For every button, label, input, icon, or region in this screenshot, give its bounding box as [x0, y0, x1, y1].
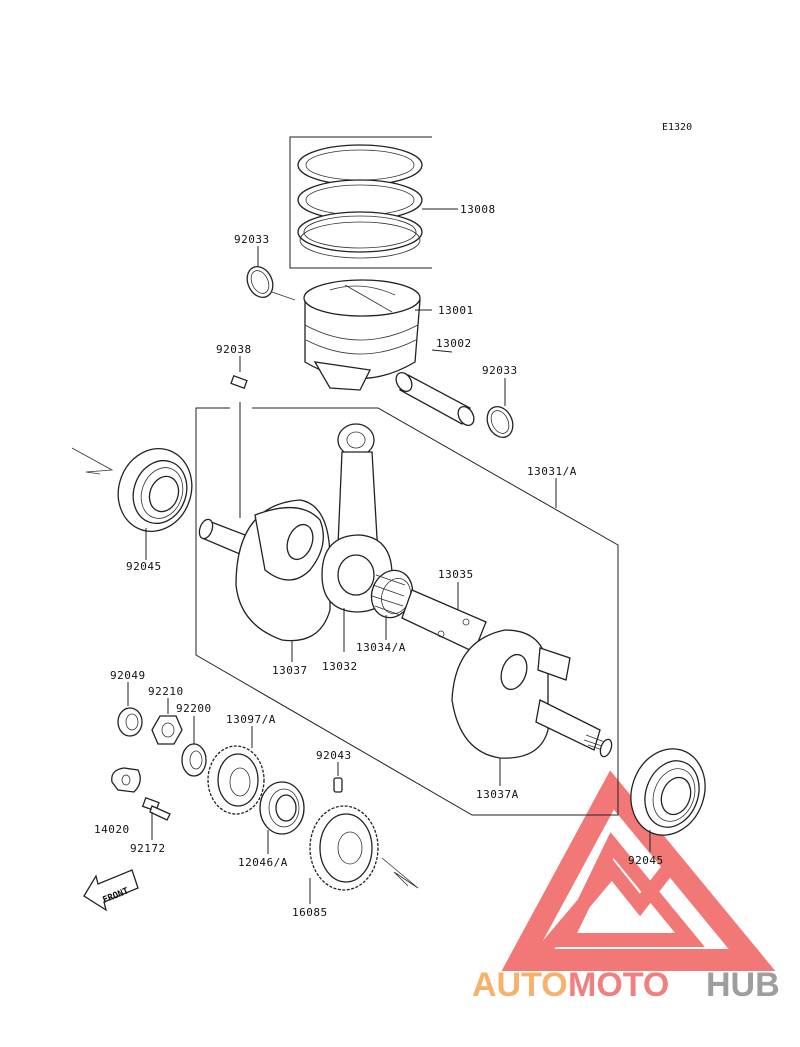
label-13008: 13008 — [460, 203, 496, 216]
washer-92200 — [181, 716, 207, 777]
watermark-text: AUTO MOTO HUB — [472, 966, 780, 1004]
watermark-auto: AUTO — [472, 966, 568, 1004]
drawing-code: E1320 — [662, 122, 692, 133]
label-92043: 92043 — [316, 749, 352, 762]
label-16085: 16085 — [292, 906, 328, 919]
ball-bearing-right — [630, 748, 706, 852]
ball-bearing-left — [71, 447, 193, 560]
woodruff-key — [230, 356, 248, 518]
label-12046: 12046/A — [238, 856, 288, 869]
piston-pin — [395, 349, 475, 426]
label-13037: 13037 — [272, 664, 308, 677]
collar-92049 — [117, 682, 143, 737]
label-92038: 92038 — [216, 343, 252, 356]
label-13001: 13001 — [438, 304, 474, 317]
piston — [303, 279, 432, 391]
front-arrow-icon: FRONT — [83, 869, 139, 912]
watermark-logo — [501, 770, 776, 971]
label-92210: 92210 — [148, 685, 184, 698]
label-92033-right: 92033 — [482, 364, 518, 377]
gear-13097 — [207, 726, 265, 815]
crank-web-right — [451, 629, 613, 786]
crankshaft-assembly-outline — [195, 407, 619, 816]
bolt-92172 — [141, 797, 171, 840]
label-13034: 13034/A — [356, 641, 406, 654]
crank-web-left — [198, 499, 331, 662]
label-92172: 92172 — [130, 842, 166, 855]
piston-ring-set — [289, 136, 458, 269]
connecting-rod — [321, 423, 393, 652]
watermark-moto: MOTO — [568, 966, 669, 1004]
label-92049: 92049 — [110, 669, 146, 682]
label-13031: 13031/A — [527, 465, 577, 478]
label-92033-top: 92033 — [234, 233, 270, 246]
snap-ring-right — [486, 378, 514, 439]
snap-ring-top — [246, 246, 296, 301]
label-92045-right: 92045 — [628, 854, 664, 867]
plate-14020 — [111, 767, 141, 793]
label-92045-left: 92045 — [126, 560, 162, 573]
nut-92210 — [151, 698, 183, 745]
label-92200: 92200 — [176, 702, 212, 715]
watermark-hub: HUB — [706, 966, 780, 1004]
gear-16085 — [309, 805, 419, 904]
dowel-pin-92043 — [333, 762, 343, 793]
crank-pin — [401, 582, 487, 653]
label-14020: 14020 — [94, 823, 130, 836]
bearing-12046 — [259, 781, 305, 854]
label-13097: 13097/A — [226, 713, 276, 726]
label-13035: 13035 — [438, 568, 474, 581]
label-13037a: 13037A — [476, 788, 519, 801]
label-13002: 13002 — [436, 337, 472, 350]
label-13032: 13032 — [322, 660, 358, 673]
